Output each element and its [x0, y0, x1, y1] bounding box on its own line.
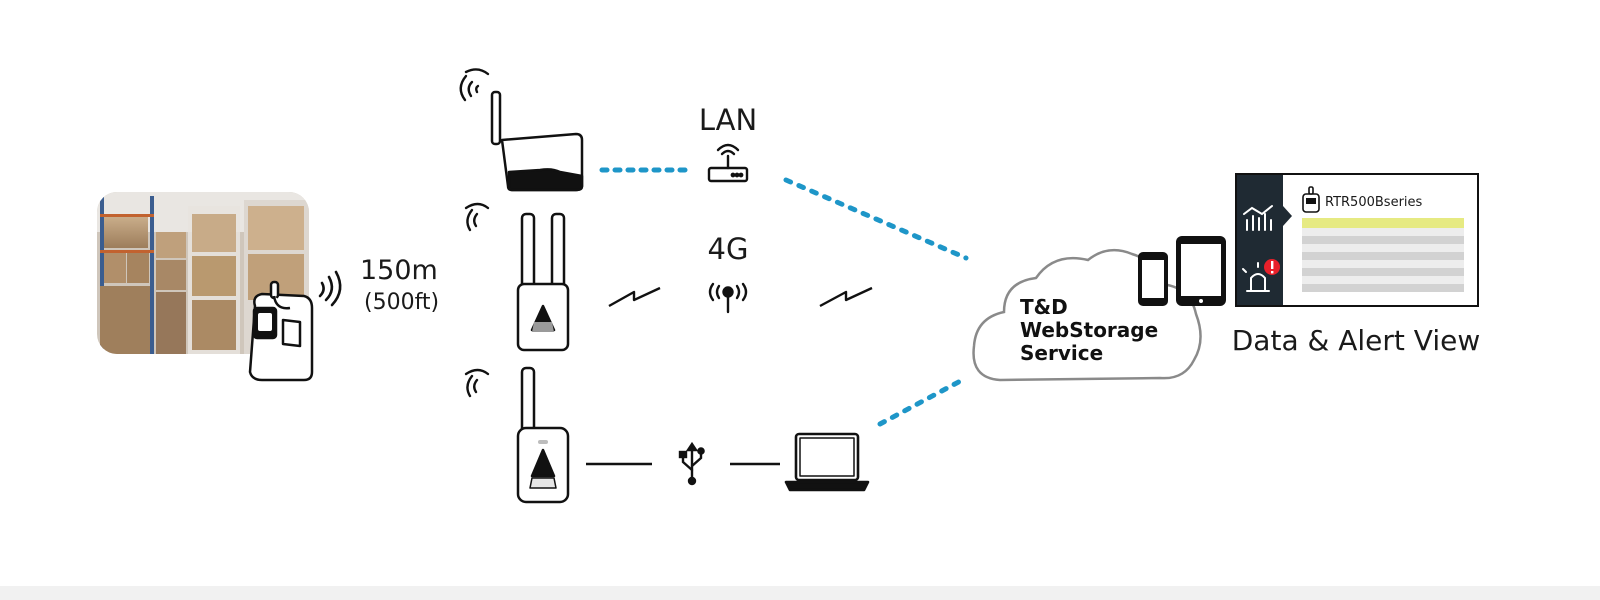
4g-wireless-link-right: [819, 286, 873, 308]
base-station-usb: [516, 366, 570, 504]
alert-badge-icon: [1264, 259, 1280, 275]
base-station-usb-signal-icon: [464, 368, 490, 398]
data-row: [1302, 276, 1464, 284]
4g-wireless-link-left: [608, 286, 661, 308]
lan-to-cloud-dotted-link: [783, 177, 969, 261]
lan-label: LAN: [699, 103, 757, 137]
footer-strip: [0, 586, 1600, 600]
wireless-data-logger: [248, 280, 314, 382]
system-diagram: 150m (500ft) LAN 4G: [97, 68, 1481, 504]
cell-tower-icon: [708, 282, 748, 314]
data-view-panel: RTR500Bseries: [1235, 173, 1479, 307]
data-row: [1302, 228, 1464, 236]
laptop-icon: [784, 432, 870, 492]
smartphone-icon: [1138, 252, 1168, 306]
warehouse-photo: [97, 192, 309, 354]
chart-icon: [1243, 205, 1273, 231]
tablet-icon: [1176, 236, 1226, 306]
logger-signal-icon: [318, 270, 342, 307]
usb-icon: [678, 441, 705, 486]
data-row: [1302, 236, 1464, 244]
cloud-service-line2: WebStorage: [1020, 318, 1158, 342]
device-series-label: RTR500Bseries: [1325, 195, 1423, 210]
laptop-to-cloud-dotted-link: [877, 375, 969, 427]
cloud-service-line3: Service: [1020, 341, 1103, 365]
4g-label: 4G: [708, 232, 749, 266]
data-row: [1302, 252, 1464, 260]
lan-router-icon: [707, 143, 749, 183]
alarm-icon: [1242, 262, 1270, 292]
data-row: [1302, 260, 1464, 268]
data-row: [1302, 284, 1464, 292]
data-view-caption: Data & Alert View: [1232, 324, 1481, 357]
base-station-lan: [490, 90, 584, 192]
base-station-lan-signal-icon: [459, 68, 490, 102]
base-station-4g-signal-icon: [464, 202, 490, 232]
data-row: [1302, 244, 1464, 252]
data-row: [1302, 268, 1464, 276]
cloud-service-line1: T&D: [1020, 295, 1068, 319]
range-distance: 150m: [360, 255, 438, 286]
device-logger-icon: [1302, 186, 1320, 213]
data-row-highlight: [1302, 218, 1464, 228]
base-station-4g: [516, 212, 570, 352]
range-distance-imperial: (500ft): [364, 290, 439, 315]
